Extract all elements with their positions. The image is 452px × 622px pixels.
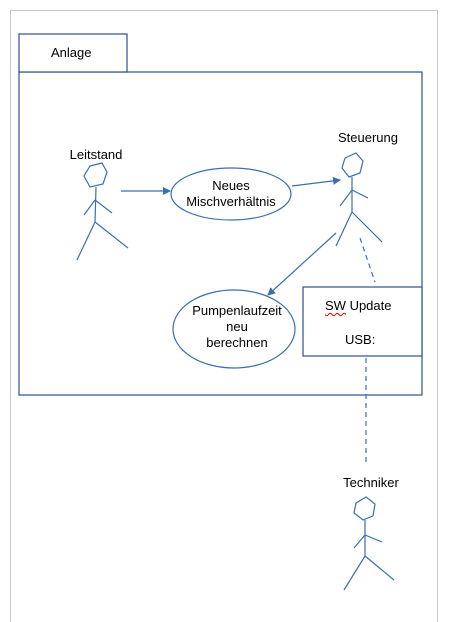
system-name-label: Anlage [51, 45, 92, 60]
actor-steuerung-figure [335, 152, 383, 247]
use-case-pumpenlaufzeit-label: Pumpenlaufzeit neu berechnen [192, 303, 282, 351]
use-case-pumpenlaufzeit-shape [172, 289, 296, 369]
use-case-pumpenlaufzeit-line-3: berechnen [206, 335, 268, 350]
note-spelling-flagged-word: SW [325, 298, 346, 313]
actor-steuerung-label: Steuerung [338, 130, 398, 145]
use-case-mischverhaeltnis-label: Neues Mischverhältnis [186, 178, 276, 210]
use-case-pumpenlaufzeit-line-1: Pumpenlaufzeit [192, 303, 282, 318]
actor-techniker-label: Techniker [343, 475, 399, 490]
note-line-2: USB: [345, 332, 376, 347]
association-steuerung-to-pumpenlaufzeit [267, 232, 337, 296]
system-boundary [18, 71, 423, 396]
system-name-tab [18, 33, 128, 73]
actor-techniker-figure [343, 496, 395, 591]
actor-leitstand-label: Leitstand [69, 147, 123, 162]
use-case-pumpenlaufzeit-line-2: neu [226, 319, 248, 334]
note-line-1: SW Update [325, 298, 392, 314]
association-mischverhaeltnis-to-steuerung [291, 176, 341, 187]
use-case-mischverhaeltnis-line-2: Mischverhältnis [186, 194, 276, 209]
actor-leitstand-figure [76, 162, 129, 261]
dependency-steuerung-to-note [359, 237, 376, 283]
document-sheet [10, 10, 438, 622]
use-case-mischverhaeltnis-shape [170, 167, 292, 221]
note-line-1-rest: Update [345, 298, 392, 313]
use-case-mischverhaeltnis-line-1: Neues [212, 178, 250, 193]
note-box [302, 286, 423, 357]
